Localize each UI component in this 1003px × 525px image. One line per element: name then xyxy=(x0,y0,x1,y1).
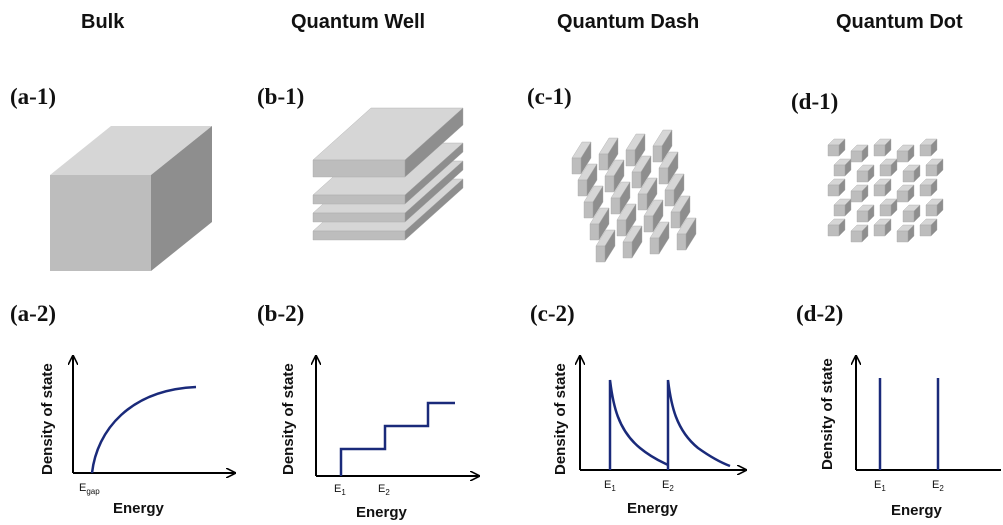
quantum-dash-bar xyxy=(625,133,646,167)
quantum-dash-bar xyxy=(664,173,685,207)
quantum-dash-bar xyxy=(676,217,697,251)
quantum-dash-bar xyxy=(571,141,592,175)
panel-label-a2: (a-2) xyxy=(10,301,56,326)
panel-label-c2: (c-2) xyxy=(530,301,575,326)
quantum-dot-cube xyxy=(896,184,915,203)
y-axis-title-quantum-dash: Density of state xyxy=(552,363,569,475)
panel-label-b1: (b-1) xyxy=(257,84,305,109)
x-tick-qdot-e1: E1 xyxy=(874,479,886,493)
dos-axes-bulk xyxy=(73,357,234,473)
quantum-dash-bar xyxy=(622,225,643,259)
quantum-dash-bar xyxy=(598,137,619,171)
quantum-dot-cube xyxy=(919,138,938,157)
quantum-dot-cube xyxy=(850,144,869,163)
quantum-dot-cube xyxy=(919,218,938,237)
dos-axes-quantum-well xyxy=(316,357,478,476)
quantum-dot-cube xyxy=(850,224,869,243)
quantum-dot-array xyxy=(827,138,944,243)
quantum-dash-bar xyxy=(595,229,616,263)
x-axis-title-quantum-well: Energy xyxy=(356,504,408,521)
quantum-dash-bar xyxy=(658,151,679,185)
quantum-dot-cube xyxy=(856,164,875,183)
x-tick-qdash-e2: E2 xyxy=(662,479,674,493)
dos-curve-bulk xyxy=(90,385,197,474)
quantum-dot-cube xyxy=(879,158,898,177)
quantum-dot-cube xyxy=(856,204,875,223)
quantum-dash-bar xyxy=(616,203,637,237)
quantum-dash-bar xyxy=(637,177,658,211)
quantum-dash-bar xyxy=(649,221,670,255)
x-tick-egap: Egap xyxy=(79,482,100,496)
x-axis-title-bulk: Energy xyxy=(113,500,165,517)
quantum-dot-cube xyxy=(919,178,938,197)
quantum-dash-bar xyxy=(631,155,652,189)
quantum-dot-cube xyxy=(850,184,869,203)
quantum-dash-bar xyxy=(577,163,598,197)
x-tick-qdash-e1: E1 xyxy=(604,479,616,493)
x-axis-title-quantum-dash: Energy xyxy=(627,500,679,517)
quantum-dot-cube xyxy=(896,224,915,243)
dos-axes-quantum-dash xyxy=(580,357,745,470)
quantum-dot-cube xyxy=(925,198,944,217)
quantum-dot-cube xyxy=(827,138,846,157)
quantum-dash-bar xyxy=(670,195,691,229)
y-axis-title-quantum-well: Density of state xyxy=(280,363,297,475)
quantum-well-slab xyxy=(312,107,464,178)
x-tick-qw-e1: E1 xyxy=(334,483,346,497)
dos-curve-quantum-dot xyxy=(878,378,940,470)
quantum-dash-bar xyxy=(643,199,664,233)
quantum-dot-cube xyxy=(879,198,898,217)
quantum-dash-bar xyxy=(652,129,673,163)
quantum-dot-cube xyxy=(873,178,892,197)
bulk-cube xyxy=(50,126,212,271)
y-axis-title-quantum-dot: Density of state xyxy=(819,358,836,470)
y-axis-title-bulk: Density of state xyxy=(39,363,56,475)
panel-label-d2: (d-2) xyxy=(796,301,844,326)
quantum-dot-cube xyxy=(833,198,852,217)
quantum-dot-cube xyxy=(896,144,915,163)
dos-axes-quantum-dot xyxy=(856,357,1001,471)
dos-curve-quantum-well xyxy=(339,401,455,476)
x-tick-qw-e2: E2 xyxy=(378,483,390,497)
column-title-quantum-well: Quantum Well xyxy=(291,11,426,33)
quantum-dash-bar xyxy=(589,207,610,241)
column-title-quantum-dash: Quantum Dash xyxy=(557,11,700,33)
column-title-quantum-dot: Quantum Dot xyxy=(836,11,963,33)
quantum-dot-cube xyxy=(827,218,846,237)
quantum-dot-cube xyxy=(925,158,944,177)
quantum-dash-bar xyxy=(610,181,631,215)
quantum-dash-bar xyxy=(583,185,604,219)
x-tick-qdot-e2: E2 xyxy=(932,479,944,493)
panel-label-a1: (a-1) xyxy=(10,84,56,109)
quantum-dot-cube xyxy=(873,218,892,237)
quantum-dash-bar xyxy=(604,159,625,193)
panel-label-b2: (b-2) xyxy=(257,301,305,326)
panel-label-d1: (d-1) xyxy=(791,89,839,114)
quantum-dot-cube xyxy=(902,164,921,183)
quantum-well-layers xyxy=(312,107,464,241)
dos-curve-quantum-dash xyxy=(608,379,731,470)
quantum-dot-cube xyxy=(827,178,846,197)
quantum-dot-cube xyxy=(902,204,921,223)
quantum-dot-cube xyxy=(873,138,892,157)
quantum-dash-array xyxy=(571,129,697,263)
quantum-dot-cube xyxy=(833,158,852,177)
panel-label-c1: (c-1) xyxy=(527,84,572,109)
column-title-bulk: Bulk xyxy=(81,11,125,33)
x-axis-title-quantum-dot: Energy xyxy=(891,502,943,519)
